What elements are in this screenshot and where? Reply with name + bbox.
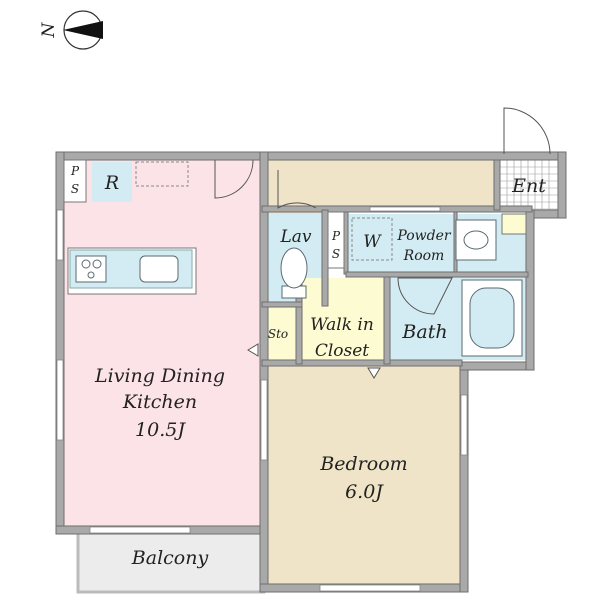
balcony-name: Balcony: [131, 547, 209, 569]
entrance-step: [501, 213, 527, 235]
door-marker-sto: [247, 343, 259, 357]
balcony: [78, 530, 264, 592]
powder-name-line1: Powder: [396, 228, 452, 244]
wic-name-line1: Walk in: [310, 315, 374, 335]
ps-center-line2: S: [332, 247, 340, 261]
door-bath[interactable]: [397, 277, 453, 315]
ldk-size: 10.5J: [135, 419, 186, 441]
washer-name: W: [363, 232, 382, 252]
ldk-name-line1: Living Dining: [94, 365, 225, 387]
compass: N: [39, 10, 103, 50]
ps-center-box: [327, 211, 345, 269]
entrance-floor: [500, 160, 558, 210]
living-dining-kitchen: [64, 160, 262, 528]
labels: Living Dining Kitchen 10.5J Bedroom 6.0J…: [70, 164, 546, 569]
storage-name: Sto: [268, 327, 288, 341]
refrigerator-outline: [135, 161, 189, 187]
windows: [56, 206, 468, 592]
door-marker-wic: [367, 367, 381, 379]
ps-left-box: [63, 159, 87, 203]
burner-icon: [92, 259, 102, 269]
washbasin-icon: [455, 219, 497, 261]
kitchen-counter: [67, 247, 197, 295]
compass-north-label: N: [39, 21, 59, 38]
powder-room: [346, 214, 528, 272]
toilet-icon: [280, 247, 308, 299]
bedroom-name: Bedroom: [319, 453, 407, 475]
bedroom-size: 6.0J: [345, 481, 384, 503]
ps-left-line1: P: [70, 164, 80, 178]
burner-icon: [87, 271, 95, 279]
ps-left-line2: S: [71, 182, 79, 196]
compass-arrow-icon: [63, 21, 103, 39]
door-entrance[interactable]: [503, 107, 551, 155]
bath-name: Bath: [401, 321, 447, 343]
bathtub-icon: [461, 279, 523, 357]
doors: [214, 107, 551, 379]
ldk-name-line2: Kitchen: [122, 391, 197, 413]
burner-icon: [81, 259, 91, 269]
refrigerator-space: [92, 162, 132, 202]
door-ldk[interactable]: [214, 159, 254, 199]
hallway: [262, 160, 500, 210]
kitchen-sink-icon: [139, 255, 179, 283]
lav-name: Lav: [279, 227, 311, 247]
refrigerator-name: R: [104, 172, 119, 194]
door-lav[interactable]: [277, 170, 317, 209]
entrance-tiles: [499, 159, 558, 210]
wic-name-line2: Closet: [315, 341, 369, 361]
bedroom: [268, 366, 460, 586]
washer-outline: [351, 217, 393, 261]
entrance-name: Ent: [511, 175, 546, 197]
walk-in-closet: [300, 278, 384, 362]
powder-name-line2: Room: [403, 248, 445, 264]
ps-center-line1: P: [331, 229, 341, 243]
